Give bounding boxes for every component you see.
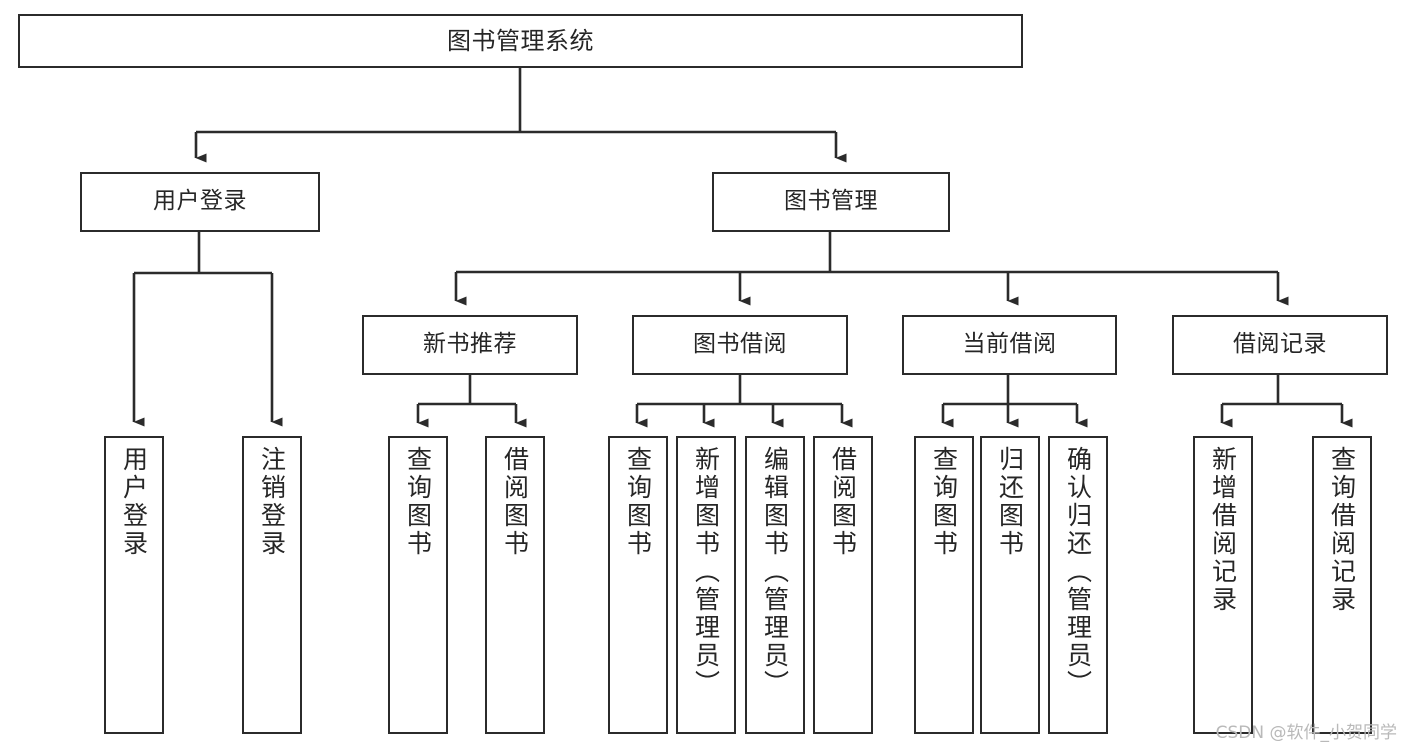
- node-leaf-add-book-admin-label: 新增图书（管理员）: [691, 446, 721, 698]
- node-leaf-logout[interactable]: 注销登录: [242, 436, 302, 734]
- node-leaf-confirm-return-admin[interactable]: 确认归还（管理员）: [1048, 436, 1108, 734]
- node-leaf-user-login[interactable]: 用户登录: [104, 436, 164, 734]
- node-leaf-recommend-borrow-book-label: 借阅图书: [500, 446, 530, 558]
- node-borrow-record[interactable]: 借阅记录: [1172, 315, 1388, 375]
- node-leaf-confirm-return-admin-label: 确认归还（管理员）: [1063, 446, 1093, 698]
- node-leaf-borrow-book-label: 借阅图书: [828, 446, 858, 558]
- node-leaf-query-borrow-record[interactable]: 查询借阅记录: [1312, 436, 1372, 734]
- node-leaf-user-login-label: 用户登录: [119, 446, 149, 558]
- node-leaf-borrow-query-book[interactable]: 查询图书: [608, 436, 668, 734]
- node-book-borrow-label: 图书借阅: [693, 331, 787, 358]
- node-user-login-label: 用户登录: [153, 188, 247, 215]
- node-user-login[interactable]: 用户登录: [80, 172, 320, 232]
- node-leaf-borrow-query-book-label: 查询图书: [623, 446, 653, 558]
- node-current-borrow-label: 当前借阅: [962, 331, 1057, 358]
- node-leaf-recommend-query-book-label: 查询图书: [403, 446, 433, 558]
- node-leaf-borrow-book[interactable]: 借阅图书: [813, 436, 873, 734]
- node-leaf-add-borrow-record[interactable]: 新增借阅记录: [1193, 436, 1253, 734]
- node-leaf-return-book[interactable]: 归还图书: [980, 436, 1040, 734]
- node-current-borrow[interactable]: 当前借阅: [902, 315, 1117, 375]
- node-root-book-management-system[interactable]: 图书管理系统: [18, 14, 1023, 68]
- node-leaf-edit-book-admin[interactable]: 编辑图书（管理员）: [745, 436, 805, 734]
- node-book-management-label: 图书管理: [784, 188, 878, 215]
- node-leaf-return-book-label: 归还图书: [995, 446, 1025, 558]
- node-new-book-recommend-label: 新书推荐: [423, 331, 517, 358]
- node-leaf-recommend-query-book[interactable]: 查询图书: [388, 436, 448, 734]
- node-leaf-current-query-book-label: 查询图书: [929, 446, 959, 558]
- node-leaf-edit-book-admin-label: 编辑图书（管理员）: [760, 446, 790, 698]
- node-book-management[interactable]: 图书管理: [712, 172, 950, 232]
- node-new-book-recommend[interactable]: 新书推荐: [362, 315, 578, 375]
- node-borrow-record-label: 借阅记录: [1233, 331, 1327, 358]
- node-leaf-logout-label: 注销登录: [257, 446, 287, 558]
- node-root-label: 图书管理系统: [447, 26, 594, 55]
- node-leaf-query-borrow-record-label: 查询借阅记录: [1327, 446, 1357, 614]
- node-leaf-current-query-book[interactable]: 查询图书: [914, 436, 974, 734]
- node-leaf-recommend-borrow-book[interactable]: 借阅图书: [485, 436, 545, 734]
- node-leaf-add-book-admin[interactable]: 新增图书（管理员）: [676, 436, 736, 734]
- node-book-borrow[interactable]: 图书借阅: [632, 315, 848, 375]
- node-leaf-add-borrow-record-label: 新增借阅记录: [1208, 446, 1238, 614]
